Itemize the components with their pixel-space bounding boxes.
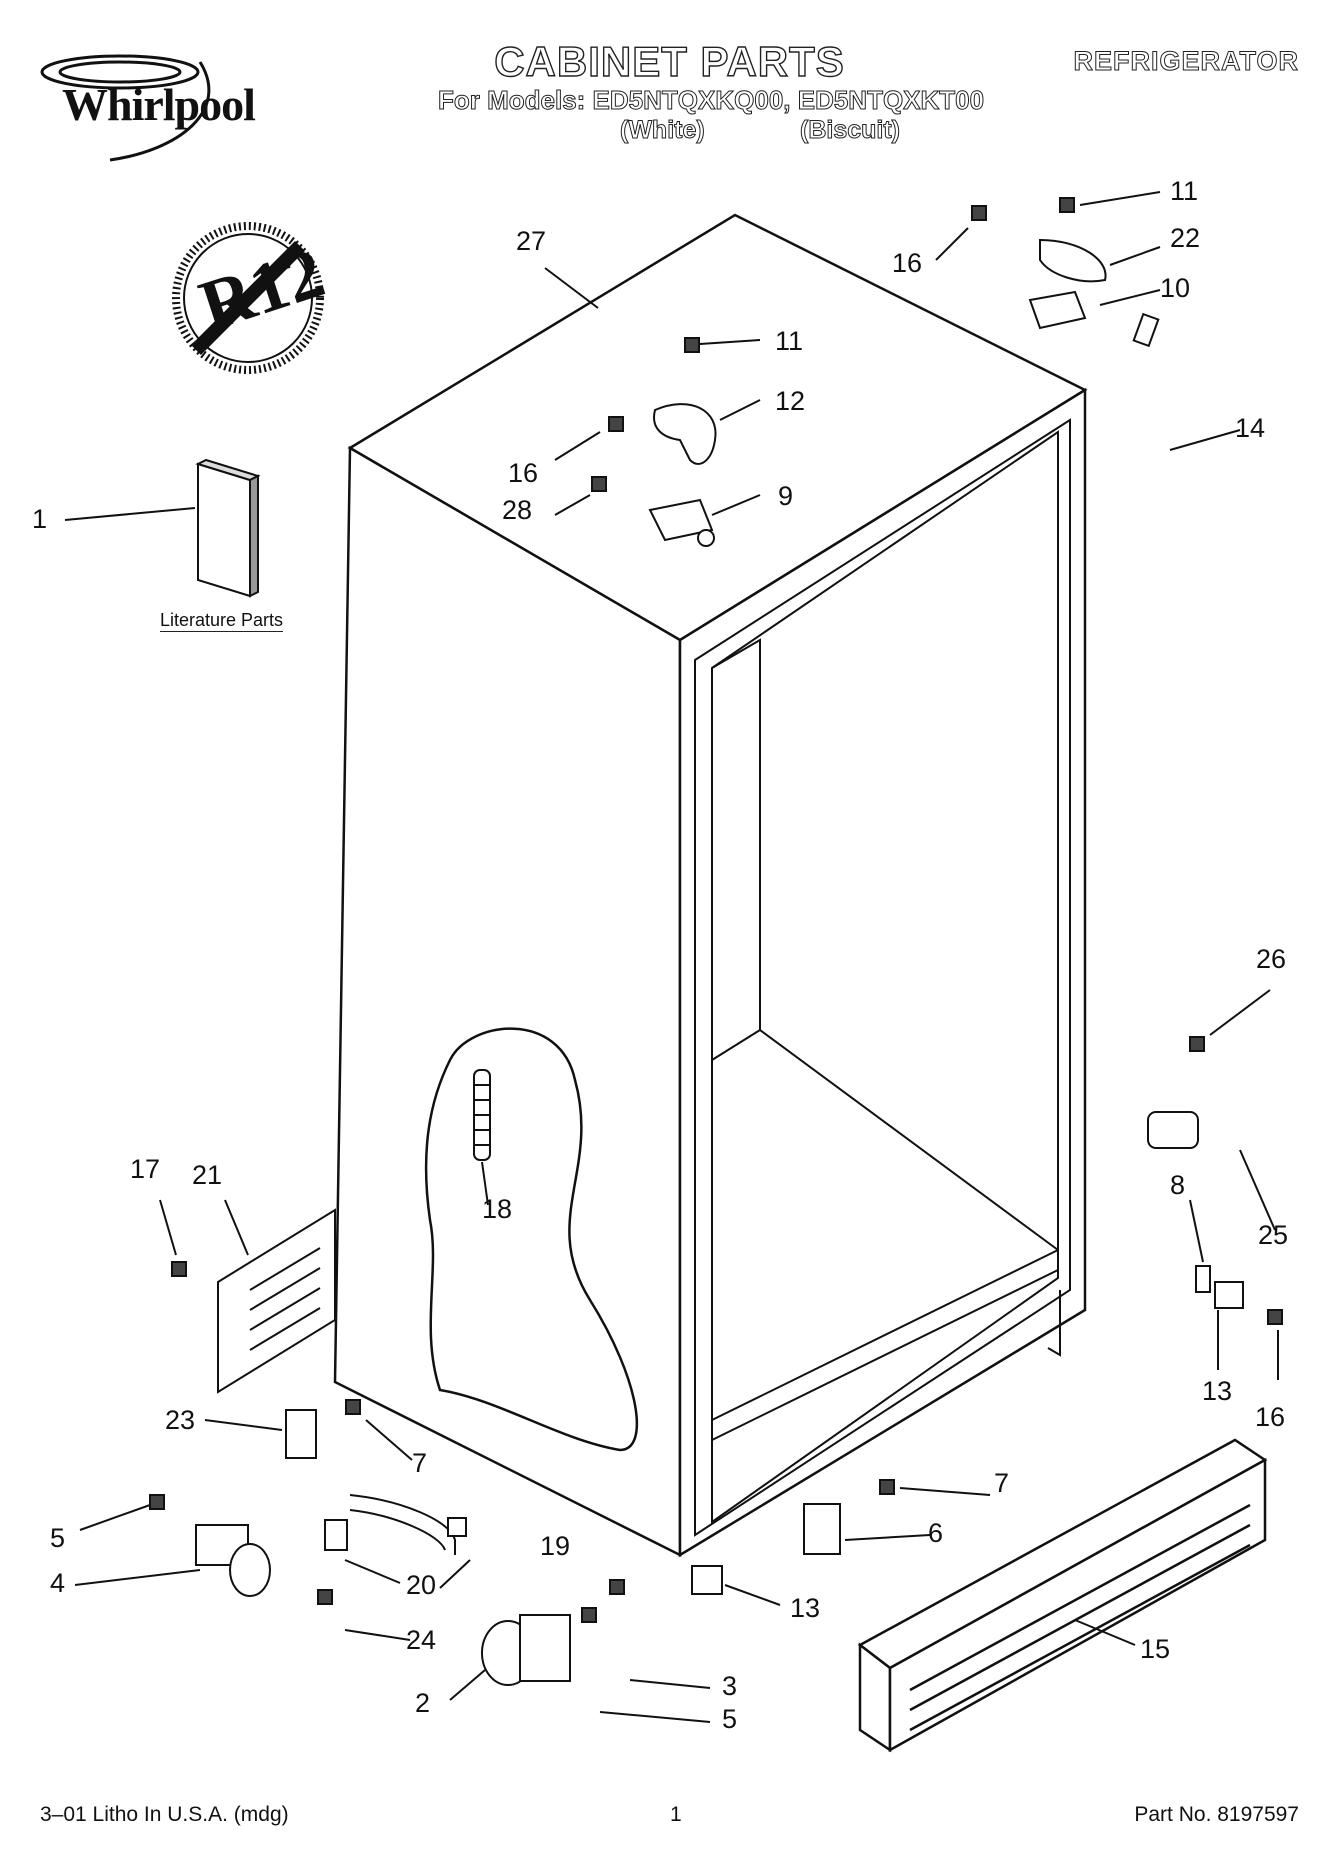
callout-16-bottom-right: 16 — [1255, 1402, 1286, 1432]
callout-16-top-right: 16 — [892, 248, 923, 278]
brackets — [285, 312, 1244, 1595]
screws — [149, 197, 1283, 1623]
cabinet-shell — [333, 213, 1088, 1558]
callout-20: 20 — [406, 1570, 437, 1600]
callout-5-left: 5 — [50, 1523, 66, 1553]
callout-8: 8 — [1170, 1170, 1186, 1200]
callout-7-left: 7 — [412, 1448, 428, 1478]
models-line: For Models: ED5NTQXKQ00, ED5NTQXKT00 — [437, 85, 985, 116]
footer-print-info: 3–01 Litho In U.S.A. (mdg) — [40, 1803, 289, 1826]
literature-parts-label: Literature Parts — [160, 610, 284, 632]
variant-white: (White) — [620, 116, 706, 145]
front-roller — [481, 1614, 571, 1686]
callout-13-center: 13 — [790, 1593, 821, 1623]
page-title: CABINET PARTS — [494, 37, 845, 85]
callout-23: 23 — [165, 1405, 196, 1435]
callout-18: 18 — [482, 1194, 513, 1224]
callout-9: 9 — [778, 481, 794, 511]
callout-28: 28 — [502, 495, 533, 525]
whirlpool-swirl-icon — [40, 54, 211, 162]
variant-biscuit: (Biscuit) — [800, 116, 901, 145]
callout-24: 24 — [406, 1625, 437, 1655]
top-hinge-center — [648, 403, 717, 547]
callout-4: 4 — [50, 1568, 66, 1598]
callout-17: 17 — [130, 1154, 161, 1184]
drain-tube — [324, 1494, 467, 1555]
callout-19: 19 — [540, 1531, 571, 1561]
callout-13-right: 13 — [1202, 1376, 1233, 1406]
brand-wordmark: Whirlpool — [62, 79, 256, 130]
literature-booklet — [195, 458, 261, 598]
callout-21: 21 — [192, 1160, 223, 1190]
callout-11-top-right: 11 — [1170, 176, 1199, 206]
side-cutaway — [424, 1027, 639, 1452]
callout-10: 10 — [1160, 273, 1191, 303]
callout-14: 14 — [1235, 413, 1266, 443]
callout-16-center: 16 — [508, 458, 539, 488]
callout-3: 3 — [722, 1671, 738, 1701]
callout-5-bottom: 5 — [722, 1704, 738, 1734]
rear-grille — [217, 1208, 336, 1394]
leader-lines — [64, 191, 1279, 1723]
defrost-coil — [473, 1069, 491, 1161]
callout-6: 6 — [928, 1518, 944, 1548]
callout-7-right: 7 — [994, 1468, 1010, 1498]
callout-26: 26 — [1256, 944, 1287, 974]
callout-25: 25 — [1258, 1220, 1289, 1250]
footer-part-number: Part No. 8197597 — [1134, 1803, 1299, 1826]
footer-page-number: 1 — [670, 1803, 682, 1826]
callout-27: 27 — [516, 226, 547, 256]
top-hinge-right — [1028, 238, 1107, 330]
callout-12: 12 — [775, 386, 806, 416]
callout-22: 22 — [1170, 223, 1201, 253]
callout-15: 15 — [1140, 1634, 1171, 1664]
no-r12-badge — [172, 222, 324, 374]
toe-grille — [857, 1438, 1268, 1753]
cabinet-opening — [694, 418, 1071, 1537]
category-label: REFRIGERATOR — [1073, 46, 1299, 77]
callout-11-center: 11 — [775, 326, 804, 356]
callout-1: 1 — [32, 504, 48, 534]
caster — [195, 1524, 271, 1597]
callout-2: 2 — [415, 1688, 431, 1718]
